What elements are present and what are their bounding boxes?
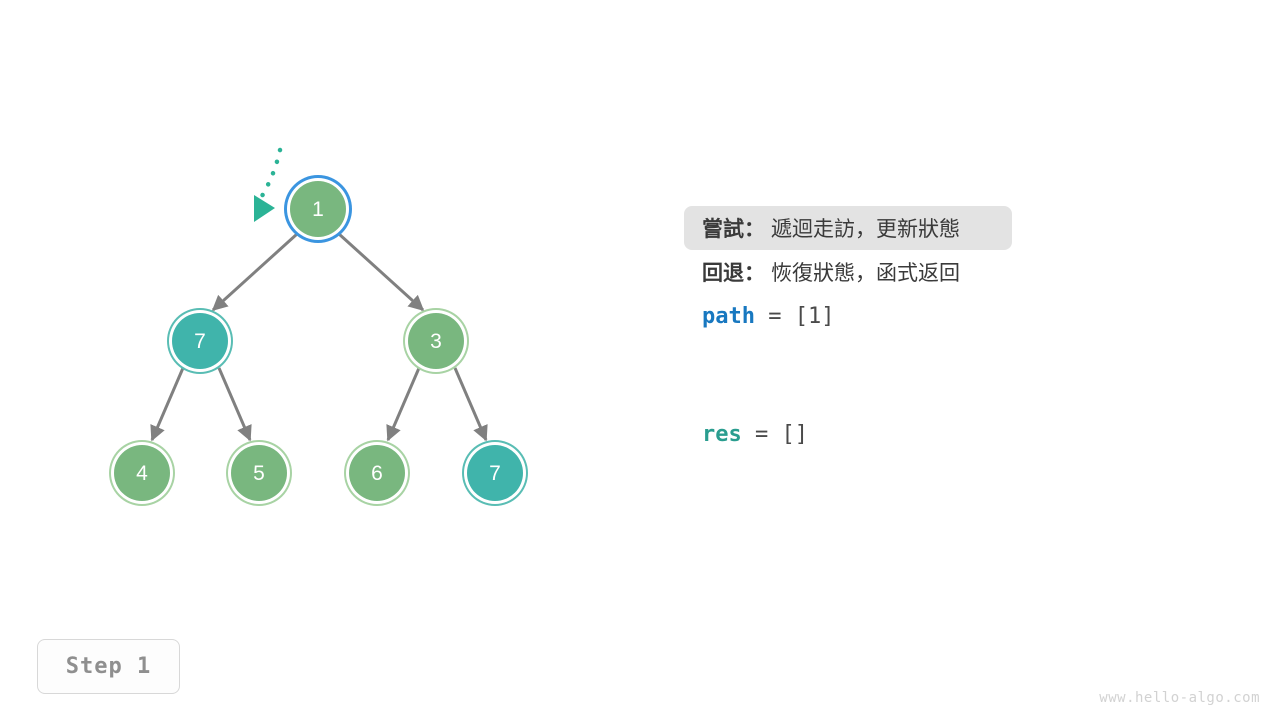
variable-path-value: = [1] — [754, 303, 835, 329]
edge-7-to-4 — [150, 367, 185, 442]
tree-node-2[interactable]: 7 — [172, 313, 228, 369]
tree-node-7[interactable]: 7 — [467, 445, 523, 501]
tree-node-4-label: 4 — [136, 461, 148, 485]
tree-node-5-label: 5 — [253, 461, 265, 485]
variable-res-name: res — [702, 421, 742, 447]
tree-node-3-label: 3 — [430, 329, 442, 353]
variable-res-value: = [] — [741, 421, 808, 447]
recursion-entry-pointer-icon — [254, 147, 283, 222]
edge-3-to-6 — [386, 367, 421, 442]
tree-node-5[interactable]: 5 — [231, 445, 287, 501]
info-line-backtrack-key: 回退： — [702, 262, 765, 285]
binary-tree-diagram: 1 7 3 4 5 6 7 — [114, 147, 523, 501]
tree-edges-layer — [150, 147, 488, 442]
variable-path: path = [1] — [684, 294, 1204, 338]
tree-node-6-label: 6 — [371, 461, 383, 485]
panel-spacer — [684, 338, 1204, 412]
edge-3-to-7 — [453, 367, 488, 442]
tree-node-3[interactable]: 3 — [408, 313, 464, 369]
info-line-backtrack: 回退： 恢復狀態，函式返回 — [684, 250, 1204, 294]
edge-7-to-5 — [217, 367, 252, 442]
state-info-panel: 嘗試： 遞迴走訪，更新狀態 回退： 恢復狀態，函式返回 path = [1] r… — [684, 206, 1204, 456]
edge-1-to-7 — [211, 232, 299, 312]
tree-node-2-label: 7 — [194, 329, 206, 353]
step-badge: Step 1 — [37, 639, 180, 694]
tree-node-1-label: 1 — [312, 197, 324, 221]
edge-1-to-3 — [337, 232, 425, 312]
tree-node-4[interactable]: 4 — [114, 445, 170, 501]
variable-path-name: path — [702, 303, 755, 329]
info-line-backtrack-value: 恢復狀態，函式返回 — [771, 262, 960, 285]
watermark-text: www.hello-algo.com — [1099, 690, 1260, 706]
variable-res: res = [] — [684, 412, 1204, 456]
info-line-try: 嘗試： 遞迴走訪，更新狀態 — [684, 206, 1012, 250]
step-badge-label: Step 1 — [65, 654, 152, 679]
tree-node-1[interactable]: 1 — [290, 181, 346, 237]
info-line-try-key: 嘗試： — [702, 218, 765, 241]
info-line-try-value: 遞迴走訪，更新狀態 — [771, 218, 960, 241]
watermark: www.hello-algo.com — [1099, 690, 1260, 706]
tree-node-6[interactable]: 6 — [349, 445, 405, 501]
tree-node-7-label: 7 — [489, 461, 501, 485]
